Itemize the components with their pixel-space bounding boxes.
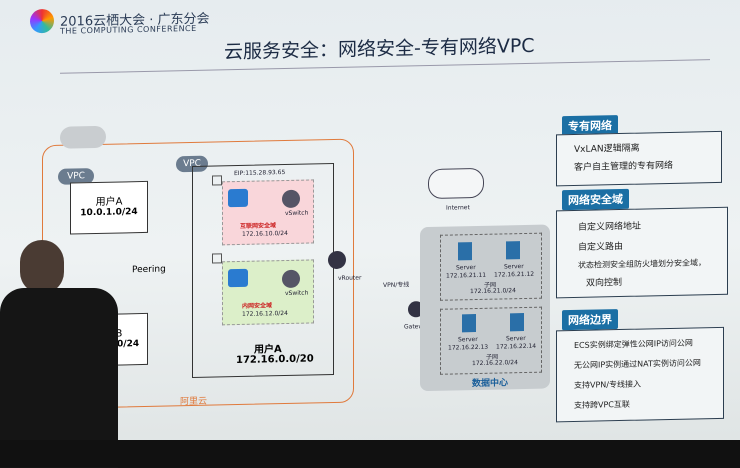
ip-label: 172.16.21.11 [446, 271, 487, 280]
speaker-body [0, 288, 118, 468]
panel2-item: 双向控制 [586, 277, 623, 289]
internet-label: Internet [446, 204, 470, 212]
user-a-top-box: 用户A 10.0.1.0/24 [70, 180, 148, 235]
aliyun-label: 阿里云 [180, 396, 208, 408]
panel2-title: 网络安全域 [562, 188, 629, 211]
speaker-head [20, 240, 64, 294]
stage-floor [0, 440, 740, 467]
panel3-title: 网络边界 [562, 309, 618, 331]
main-cidr: 172.16.0.0/20 [236, 353, 314, 367]
ip-label: 172.16.21.12 [494, 270, 535, 279]
panel2-item: 自定义网络地址 [578, 221, 642, 233]
server-icon [458, 242, 472, 261]
server-label: Server [504, 263, 524, 271]
server-icon [506, 241, 520, 260]
panel3-item: 支持跨VPC互联 [574, 399, 630, 410]
server-label: Server [458, 335, 478, 344]
panel1-item: 客户自主管理的专有网络 [574, 160, 674, 173]
eip-label: EIP:115.28.93.65 [234, 169, 286, 178]
dc-label: 数据中心 [472, 378, 509, 390]
server-label: Server [456, 264, 476, 272]
ip-label: 172.16.22.14 [496, 342, 537, 351]
user-a-top-label: 用户A [95, 196, 123, 208]
server-icon [228, 268, 248, 288]
zone1-cidr: 172.16.10.0/24 [242, 229, 288, 238]
subnet1-cidr: 172.16.21.0/24 [470, 287, 516, 296]
zone2-label: 内网安全域 [242, 302, 273, 310]
zone2-cidr: 172.16.12.0/24 [242, 309, 288, 318]
server-icon [228, 188, 248, 208]
server-label: Server [506, 334, 526, 343]
vrouter-label: vRouter [338, 274, 362, 282]
conference-logo-icon [30, 8, 54, 34]
zone1-label: 互联网安全域 [240, 222, 277, 230]
server-icon [462, 314, 476, 333]
subnet2-cidr: 172.16.22.0/24 [472, 359, 518, 368]
peering-label: Peering [132, 264, 166, 276]
lock-icon [212, 253, 222, 264]
vpn-label: VPN/专线 [383, 281, 410, 289]
panel1-item: VxLAN逻辑隔离 [574, 143, 640, 155]
panel2-item: 自定义路由 [578, 241, 624, 253]
vswitch1-label: vSwitch [285, 209, 309, 218]
vswitch2-label: vSwitch [285, 289, 309, 298]
slide-title: 云服务安全：网络安全-专有网络VPC [224, 34, 535, 64]
lock-icon [212, 175, 222, 186]
ip-label: 172.16.22.13 [448, 343, 489, 352]
title-underline [60, 59, 710, 74]
user-a-top-cidr: 10.0.1.0/24 [80, 207, 138, 219]
speaker-figure [0, 240, 120, 468]
server-icon [510, 313, 524, 332]
panel3-item: 支持VPN/专线接入 [574, 379, 641, 390]
internet-cloud-icon [428, 167, 484, 200]
vpc-left-label: VPC [67, 171, 85, 182]
cloud-icon [60, 125, 106, 149]
logo-sub: THE COMPUTING CONFERENCE [60, 23, 197, 36]
